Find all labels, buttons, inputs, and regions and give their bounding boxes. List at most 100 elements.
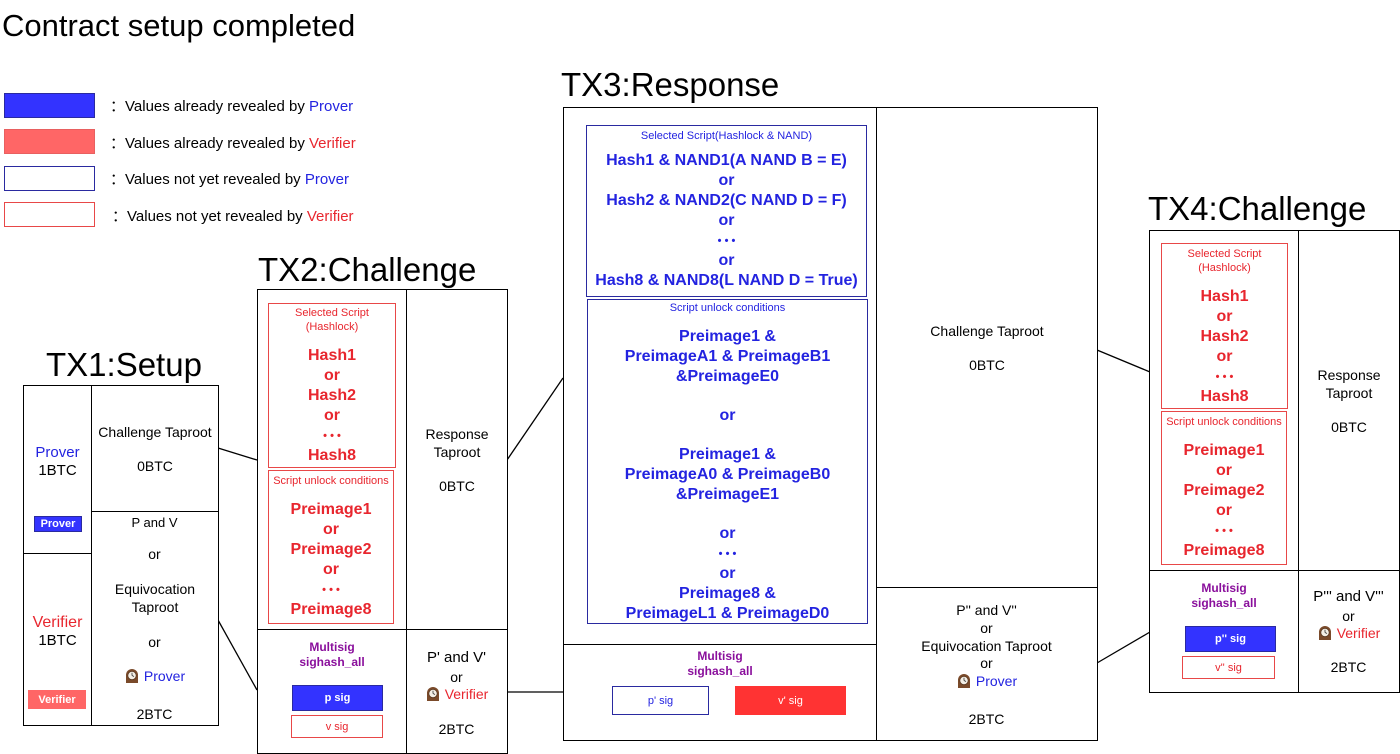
legend-party: Prover	[309, 98, 354, 115]
legend-text: ：Values not yet revealed by	[110, 171, 305, 188]
tx3-selected-script: Selected Script(Hashlock & NAND) Hash1 &…	[586, 125, 867, 297]
unlock-header: Script unlock conditions	[669, 302, 786, 314]
script-line: or	[1216, 308, 1233, 325]
tx1-prover-badge: Prover	[34, 516, 82, 532]
unlock-line: Preimage2	[1183, 482, 1265, 499]
tx1-input-amount: 1BTC	[38, 462, 77, 479]
unlock-line: or	[323, 521, 339, 538]
tx2-selected-script: Selected Script (Hashlock) Hash1 or Hash…	[268, 303, 396, 468]
output-timelock: Verifier	[407, 685, 506, 703]
output-amount: 2BTC	[968, 711, 1005, 727]
output-timelock: Prover	[877, 672, 1096, 690]
tx1-output-pv: P and V or Equivocation Taproot or Prove…	[91, 511, 219, 726]
tx3-multisig-label: Multisig sighash_all	[564, 649, 876, 679]
tx2-unlock-conditions: Script unlock conditions Preimage1 or Pr…	[268, 470, 394, 624]
tx3-p-sig: p' sig	[612, 686, 709, 715]
tx4-title: TX4:Challenge	[1148, 190, 1367, 227]
legend-swatch-prover-revealed	[4, 93, 95, 118]
tx3-title: TX3:Response	[561, 66, 780, 103]
tx2-output-response-taproot: Response Taproot 0BTC	[406, 289, 508, 631]
script-line: Hash1	[307, 347, 357, 364]
script-line: Hash2 & NAND2(C NAND D = F)	[606, 192, 847, 209]
multisig-title: Multisig	[697, 649, 743, 663]
unlock-line: or	[719, 407, 736, 424]
multisig-sighash: sighash_all	[299, 655, 365, 669]
timelock-party: Verifier	[1336, 625, 1381, 641]
unlock-line: or	[719, 565, 736, 582]
unlock-line: or	[719, 525, 736, 542]
unlock-line: or	[323, 561, 339, 578]
tx1-input-verifier: Verifier 1BTC Verifier	[23, 553, 93, 726]
output-amount: 0BTC	[137, 458, 173, 474]
clock-icon	[957, 674, 970, 688]
legend-party: Verifier	[306, 208, 354, 225]
legend-party: Verifier	[309, 135, 356, 152]
script-line: Hash1 & NAND1(A NAND B = E)	[606, 152, 847, 169]
multisig-sighash: sighash_all	[1191, 596, 1257, 610]
script-header: Selected Script (Hashlock)	[295, 307, 369, 333]
output-amount: 0BTC	[1331, 419, 1367, 435]
tx2-output-pv: P' and V' or Verifier 2BTC	[406, 629, 508, 754]
tx3-unlock-conditions: Script unlock conditions Preimage1 & Pre…	[587, 299, 868, 624]
unlock-line: PreimageA0 & PreimageB0	[624, 466, 831, 483]
tx4-output-response-taproot: Response Taproot 0BTC	[1298, 230, 1400, 572]
script-line: or	[324, 367, 340, 384]
script-line: Hash2	[307, 387, 357, 404]
legend-swatch-verifier-revealed	[4, 129, 95, 154]
multisig-title: Multisig	[309, 640, 355, 654]
legend-item-prover-revealed: ：Values already revealed by Prover	[110, 98, 353, 116]
script-header: Selected Script(Hashlock & NAND)	[640, 130, 813, 142]
unlock-line: Preimage8 &	[679, 585, 776, 602]
tx1-input-amount: 1BTC	[38, 632, 77, 649]
output-label: Response Taproot	[425, 426, 489, 460]
clock-icon	[125, 669, 138, 683]
unlock-header: Script unlock conditions	[1166, 416, 1282, 428]
connector-tx1-challenge-to-tx2	[217, 447, 258, 461]
clock-icon	[426, 687, 439, 701]
unlock-line: Preimage1 &	[679, 328, 776, 345]
output-equivocation-label: Equivocation Taproot	[921, 638, 1052, 654]
tx3-v-sig: v' sig	[735, 686, 846, 715]
output-label: Challenge Taproot	[98, 424, 212, 440]
legend-text: ：Values already revealed by	[110, 98, 309, 115]
tx4-multisig-label: Multisig sighash_all	[1150, 581, 1298, 611]
output-or: or	[980, 620, 993, 636]
unlock-line: PreimageA1 & PreimageB1	[624, 348, 831, 365]
output-or: or	[148, 546, 161, 562]
script-ellipsis: • • •	[1215, 371, 1234, 383]
legend-item-verifier-hidden: ：Values not yet revealed by Verifier	[112, 208, 354, 226]
script-line: or	[718, 172, 735, 189]
tx1-verifier-badge: Verifier	[28, 690, 86, 709]
tx2-multisig-label: Multisig sighash_all	[258, 640, 406, 670]
unlock-line: &PreimageE1	[675, 486, 780, 503]
connector-tx3-pv-to-tx4-multisig	[1096, 631, 1151, 664]
tx4-unlock-conditions: Script unlock conditions Preimage1 or Pr…	[1161, 411, 1287, 565]
legend-party: Prover	[304, 171, 350, 188]
unlock-line: Preimage1	[1183, 442, 1265, 459]
tx4-selected-script: Selected Script (Hashlock) Hash1 or Hash…	[1161, 243, 1288, 409]
unlock-line: Preimage1 &	[679, 446, 776, 463]
connector-tx3-challenge-to-tx4	[1096, 349, 1151, 373]
output-or: or	[980, 655, 993, 671]
output-or: or	[148, 634, 161, 650]
output-amount: 2BTC	[438, 721, 475, 737]
connector-tx2-response-to-tx3	[506, 377, 564, 461]
unlock-ellipsis: • • •	[1215, 525, 1233, 537]
script-line: Hash2	[1200, 328, 1249, 345]
output-pv-label: P'' and V''	[956, 602, 1017, 618]
script-line: Hash1	[1200, 288, 1249, 305]
unlock-ellipsis: • • •	[322, 584, 340, 596]
tx1-input-prover: Prover 1BTC Prover	[23, 385, 93, 555]
script-line: or	[324, 407, 340, 424]
tx2-v-sig: v sig	[291, 715, 383, 738]
connector-tx1-pv-to-tx2-multisig	[217, 619, 258, 691]
output-timelock: Prover	[92, 667, 217, 685]
multisig-sighash: sighash_all	[687, 664, 753, 678]
output-amount: 0BTC	[969, 357, 1005, 373]
unlock-ellipsis: • • •	[718, 548, 737, 560]
output-pv-label: P' and V'	[426, 649, 487, 666]
timelock-party: Verifier	[444, 686, 489, 702]
tx3-input-multisig: Multisig sighash_all p' sig v' sig	[563, 644, 878, 741]
tx4-input-multisig: Multisig sighash_all p'' sig v'' sig	[1149, 570, 1300, 693]
tx1-input-party: Verifier	[32, 614, 83, 631]
